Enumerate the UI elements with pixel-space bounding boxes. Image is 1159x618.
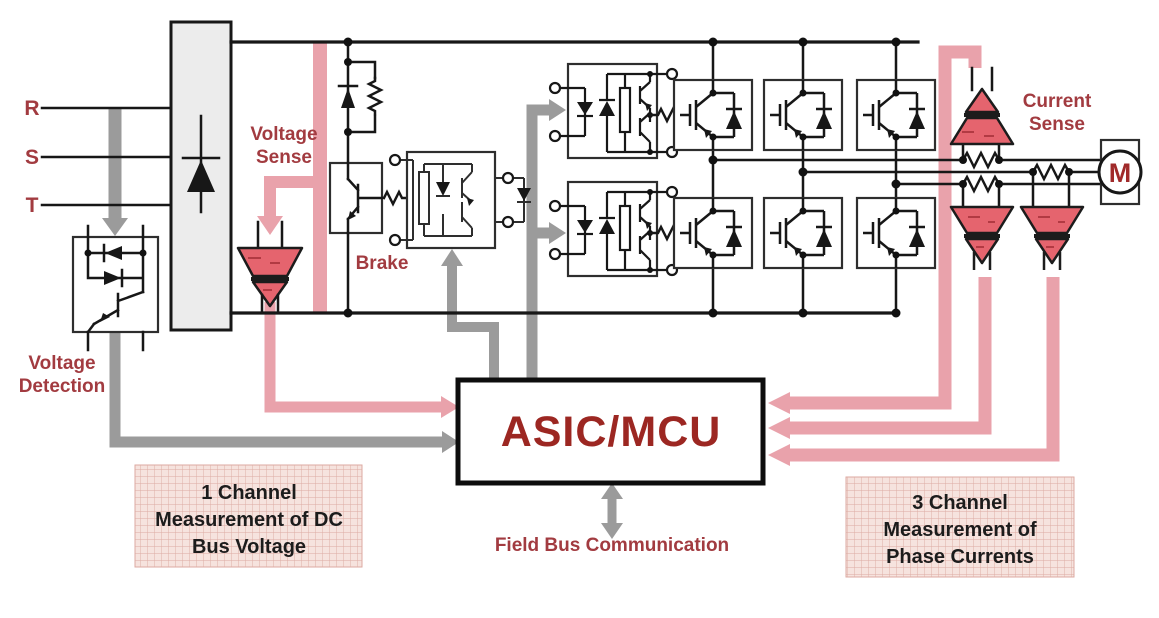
gray-arrow-right-icon xyxy=(549,222,566,244)
pink-arrow-left-icon xyxy=(768,392,790,414)
gate-resistor-icon xyxy=(382,189,409,207)
junction-dots xyxy=(84,37,1073,318)
igbt-icon xyxy=(762,78,844,152)
diode-icon xyxy=(337,84,359,108)
asic-mcu-label: ASIC/MCU xyxy=(501,408,722,456)
pink-arrow-right-icon xyxy=(441,396,459,418)
phase-t-label: T xyxy=(26,194,39,217)
igbt-icon xyxy=(672,78,754,152)
callout-dc-line2: Measurement of DC xyxy=(155,509,343,531)
brake-label: Brake xyxy=(356,253,409,274)
brake-circuit xyxy=(328,40,531,315)
pink-arrow-left-icon xyxy=(768,417,790,439)
voltage-detection-label-line2: Detection xyxy=(19,376,106,397)
shunt-resistor-icon xyxy=(961,174,1001,194)
gate-drive-control-wire xyxy=(526,99,566,380)
pink-arrow-down-icon xyxy=(257,216,283,235)
igbt-icon xyxy=(855,78,937,152)
diode-icon xyxy=(181,114,221,214)
shunt-resistor-icon xyxy=(961,150,1001,170)
current-sense-label-line2: Sense xyxy=(1029,114,1085,135)
voltage-detection-signal-wire xyxy=(109,330,459,453)
phototransistor-icon xyxy=(86,290,145,334)
motor-circle-icon xyxy=(1097,149,1143,195)
gray-arrow-up-icon xyxy=(441,249,463,266)
current-sensor-w xyxy=(1019,170,1085,272)
gray-arrow-down-icon xyxy=(601,523,623,539)
motor: M xyxy=(1097,138,1143,206)
igbt-icon xyxy=(855,196,937,270)
gray-arrow-up-icon xyxy=(601,483,623,499)
current-sense-v-signal-wire xyxy=(768,277,992,439)
dc-bus-voltage-tap-wire xyxy=(257,42,327,313)
diode-icon xyxy=(102,243,122,263)
phase-r-label: R xyxy=(24,97,39,120)
pink-arrow-left-icon xyxy=(768,444,790,466)
voltage-sense-sensor xyxy=(236,220,304,314)
phase-s-label: S xyxy=(25,146,39,169)
voltage-detection-label-line1: Voltage xyxy=(28,353,95,374)
callout-dc-line3: Bus Voltage xyxy=(192,536,306,558)
voltage-sense-label-line1: Voltage xyxy=(250,124,317,145)
asic-mcu-block: ASIC/MCU xyxy=(455,377,766,486)
voltage-sense-signal-wire xyxy=(264,302,459,418)
callout-phase-line3: Phase Currents xyxy=(886,546,1034,568)
callout-dc-line1: 1 Channel xyxy=(201,482,297,504)
inverter-leg-u xyxy=(672,40,754,315)
field-bus-label: Field Bus Communication xyxy=(495,535,729,556)
rectifier-block xyxy=(169,20,233,332)
igbt-icon xyxy=(762,196,844,270)
inverter-leg-v xyxy=(762,40,844,315)
voltage-detection-block xyxy=(71,224,160,352)
callout-phase-line1: 3 Channel xyxy=(912,492,1008,514)
current-sense-label-line1: Current xyxy=(1023,91,1092,112)
inverter-gate-driver-top xyxy=(548,62,684,160)
current-sensor-u xyxy=(949,66,1015,162)
current-sensor-v xyxy=(949,182,1015,272)
current-sense-u-signal-wire xyxy=(768,45,982,414)
field-bus-arrow xyxy=(601,483,623,539)
gray-arrow-down-icon xyxy=(102,218,128,236)
gray-arrow-right-icon xyxy=(549,99,566,121)
mains-to-voltage-detection-arrow xyxy=(102,108,128,236)
inverter-leg-w xyxy=(855,40,937,315)
brake-resistor-icon xyxy=(366,76,384,116)
shunt-resistor-icon xyxy=(1031,162,1071,182)
gray-arrow-right-icon xyxy=(442,431,459,453)
inverter-gate-driver-bottom xyxy=(548,180,684,278)
brake-igbt xyxy=(328,161,384,315)
brake-control-wire xyxy=(441,249,499,380)
diode-icon xyxy=(104,268,124,288)
callout-dc-bus-measurement xyxy=(134,464,363,568)
igbt-icon xyxy=(672,196,754,270)
motor-label: M xyxy=(1109,158,1132,188)
current-sense-w-signal-wire xyxy=(768,277,1060,466)
voltage-sense-label-line2: Sense xyxy=(256,147,312,168)
phase-output-lines xyxy=(711,150,1104,194)
three-phase-input-lines xyxy=(40,106,173,207)
brake-gate-driver xyxy=(388,150,531,250)
callout-phase-current-measurement xyxy=(845,476,1075,578)
callout-phase-line2: Measurement of xyxy=(883,519,1037,541)
